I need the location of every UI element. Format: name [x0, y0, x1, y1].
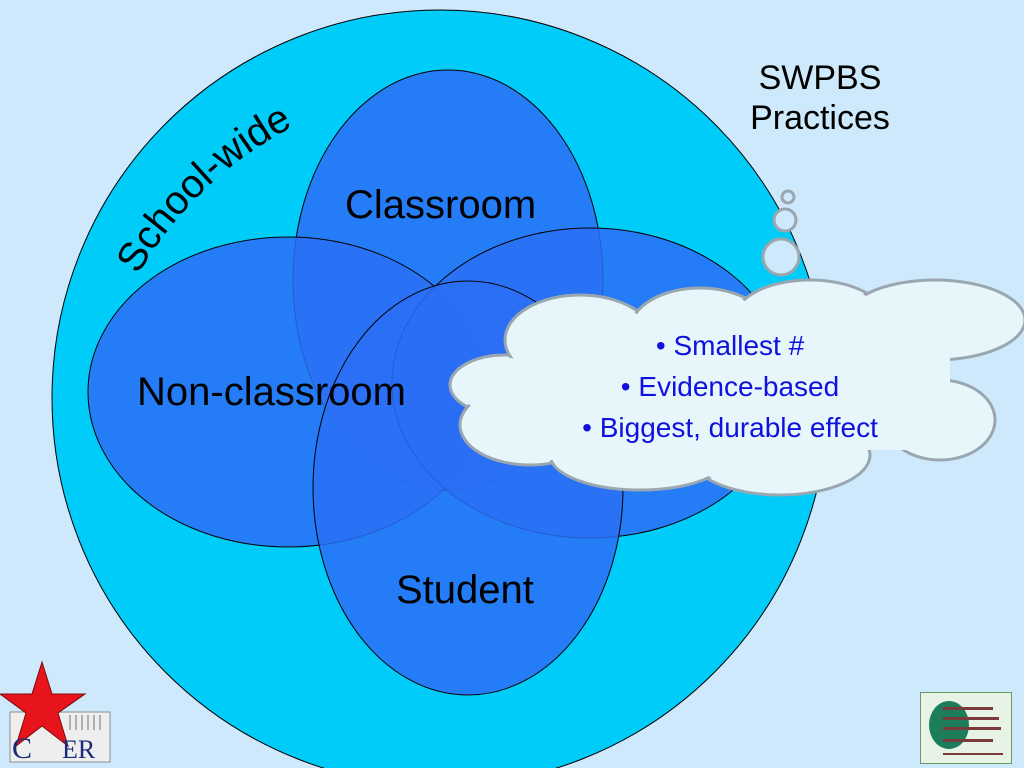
title-line-2: Practices — [750, 99, 890, 137]
thought-bubble-small — [780, 189, 796, 205]
nonclassroom-label: Non-classroom — [137, 370, 406, 414]
thought-bubble-large — [761, 237, 801, 277]
classroom-label: Classroom — [345, 183, 537, 227]
osep-letter-c: C — [12, 732, 32, 765]
osep-star-logo-icon: C ER — [0, 660, 111, 765]
title-line-1: SWPBS — [758, 59, 882, 97]
pbis-center-logo-icon — [920, 692, 1012, 764]
cloud-bullet-list: Smallest # Evidence-based Biggest, durab… — [470, 325, 990, 448]
diagram-title: SWPBS Practices — [700, 58, 940, 138]
thought-bubble-medium — [772, 207, 798, 233]
cloud-item: Evidence-based — [470, 366, 990, 407]
cloud-item: Biggest, durable effect — [470, 407, 990, 448]
cloud-item: Smallest # — [470, 325, 990, 366]
student-label: Student — [396, 568, 534, 612]
osep-letters-er: ER — [62, 735, 96, 764]
